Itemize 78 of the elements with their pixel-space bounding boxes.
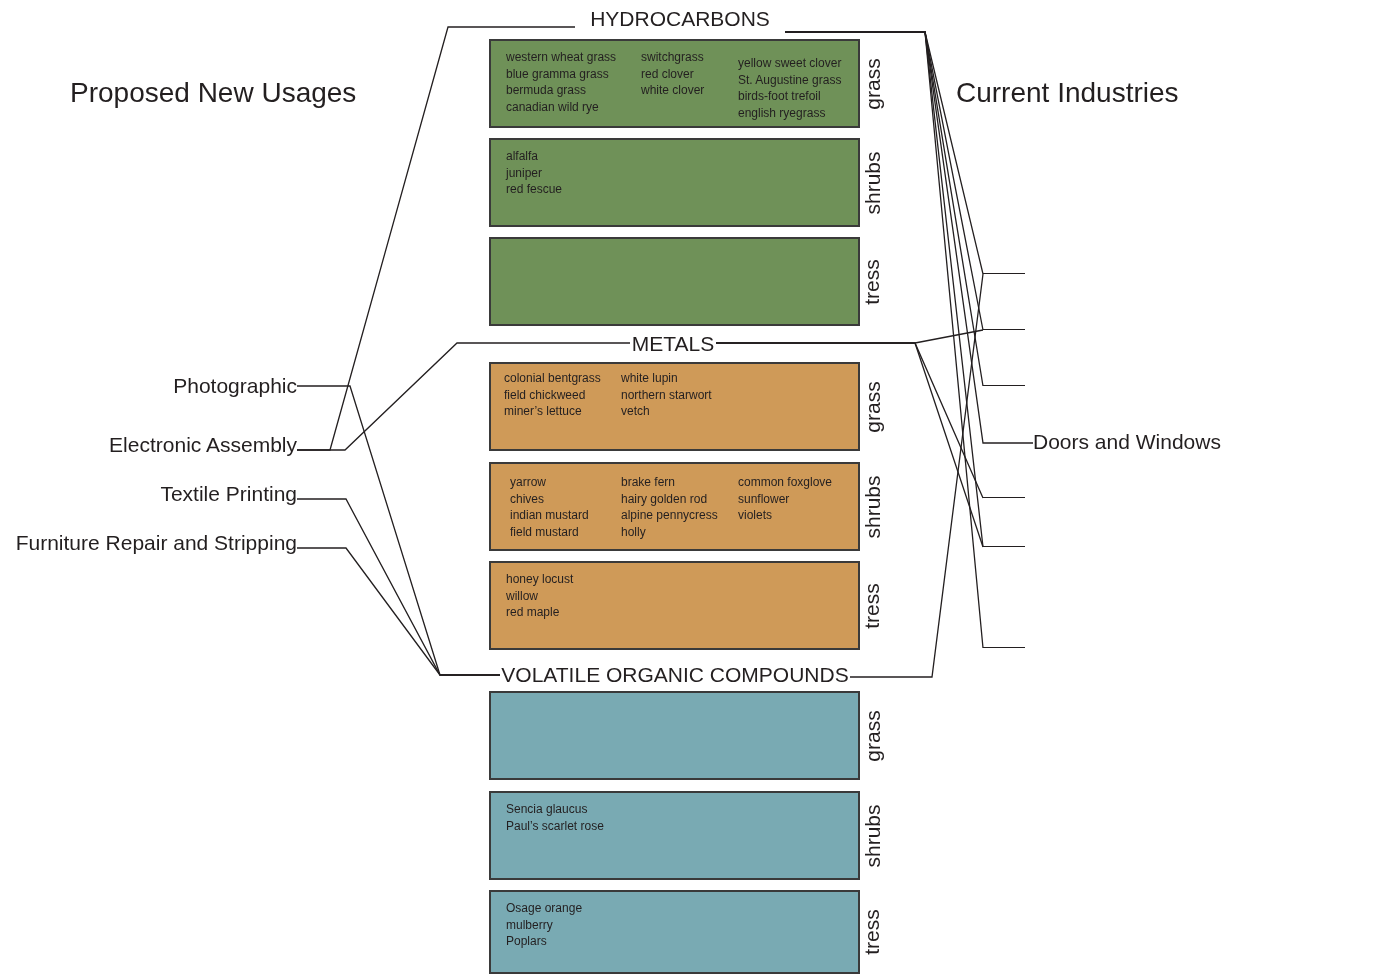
plant-name: blue gramma grass xyxy=(506,65,610,82)
plant-name: alpine pennycress xyxy=(621,507,718,524)
plant-name: western wheat grass xyxy=(506,49,617,66)
plant-name: bermuda grass xyxy=(506,82,588,99)
plant-name: violets xyxy=(738,507,773,524)
plant-name: St. Augustine grass xyxy=(738,71,842,88)
plant-list-box xyxy=(489,138,860,227)
plant-name: red maple xyxy=(506,604,561,621)
plant-name: english ryegrass xyxy=(738,104,827,121)
plant-name: miner’s lettuce xyxy=(504,403,583,420)
connector-line xyxy=(849,273,984,678)
plant-name: birds-foot trefoil xyxy=(738,88,822,105)
connector-line xyxy=(296,547,501,676)
plant-type-label: shrubs xyxy=(861,475,883,538)
category-box xyxy=(489,237,860,326)
plant-name: colonial bentgrass xyxy=(504,370,601,387)
plant-name: Poplars xyxy=(506,933,548,950)
plant-name: mulberry xyxy=(506,916,554,933)
connector-stub xyxy=(983,385,1025,388)
plant-type-label: shrubs xyxy=(861,804,883,867)
plant-name: field mustard xyxy=(510,523,580,540)
plant-name: juniper xyxy=(506,164,544,181)
plant-name: sunflower xyxy=(738,490,791,507)
connector-stub xyxy=(983,329,1025,332)
plant-type-label: grass xyxy=(861,57,884,110)
connector-line xyxy=(784,31,984,649)
plant-name: red fescue xyxy=(506,181,563,198)
plant-name: willow xyxy=(506,587,539,604)
connector-line xyxy=(296,342,631,451)
connector-stub xyxy=(983,497,1025,500)
plant-list-box xyxy=(489,462,860,551)
plant-list-box xyxy=(489,561,860,650)
connector-stub xyxy=(983,546,1025,549)
plant-name: northern starwort xyxy=(621,386,712,403)
plant-name: yellow sweet clover xyxy=(738,55,842,72)
plant-name: red clover xyxy=(641,65,695,82)
connector-stub xyxy=(983,647,1025,650)
category-box xyxy=(489,691,860,780)
plant-name: vetch xyxy=(621,403,651,420)
plant-name: alfalfa xyxy=(506,148,540,165)
plant-type-label: tress xyxy=(860,258,883,305)
plant-list-box xyxy=(489,890,860,974)
plant-name: holly xyxy=(621,523,647,540)
plant-type-label: tress xyxy=(860,582,883,629)
usage-label: Photographic xyxy=(0,373,297,399)
usage-label: Furniture Repair and Stripping xyxy=(0,530,297,556)
usage-label: Textile Printing xyxy=(0,481,297,507)
plant-name: field chickweed xyxy=(504,386,587,403)
plant-name: canadian wild rye xyxy=(506,98,600,115)
industry-label: Doors and Windows xyxy=(1033,429,1333,455)
plant-type-label: grass xyxy=(861,380,884,433)
column-heading: Proposed New Usages xyxy=(70,77,357,109)
plant-name: Paul’s scarlet rose xyxy=(506,817,604,834)
plant-name: chives xyxy=(510,490,545,507)
plant-name: indian mustard xyxy=(510,507,589,524)
plant-name: honey locust xyxy=(506,571,574,588)
plant-name: common foxglove xyxy=(738,474,833,491)
pollutant-heading: METALS xyxy=(630,331,716,357)
plant-list-box xyxy=(489,362,860,451)
plant-name: white lupin xyxy=(621,370,679,387)
plant-name: yarrow xyxy=(510,474,547,491)
plant-name: white clover xyxy=(641,82,705,99)
connector-line xyxy=(715,342,984,548)
plant-name: Osage orange xyxy=(506,900,583,917)
plant-list-box xyxy=(489,39,860,128)
plant-type-label: tress xyxy=(860,909,883,955)
pollutant-heading: VOLATILE ORGANIC COMPOUNDS xyxy=(500,662,850,688)
plant-name: hairy golden rod xyxy=(621,490,709,507)
connector-stub xyxy=(983,273,1025,276)
column-heading: Current Industries xyxy=(956,77,1179,109)
usage-label: Electronic Assembly xyxy=(0,432,297,458)
pollutant-heading: HYDROCARBONS xyxy=(575,6,785,32)
plant-name: brake fern xyxy=(621,474,677,491)
plant-name: Sencia glaucus xyxy=(506,801,589,818)
plant-list-box xyxy=(489,791,860,880)
plant-type-label: shrubs xyxy=(861,151,883,214)
plant-name: switchgrass xyxy=(641,49,705,66)
plant-type-label: grass xyxy=(861,709,884,762)
